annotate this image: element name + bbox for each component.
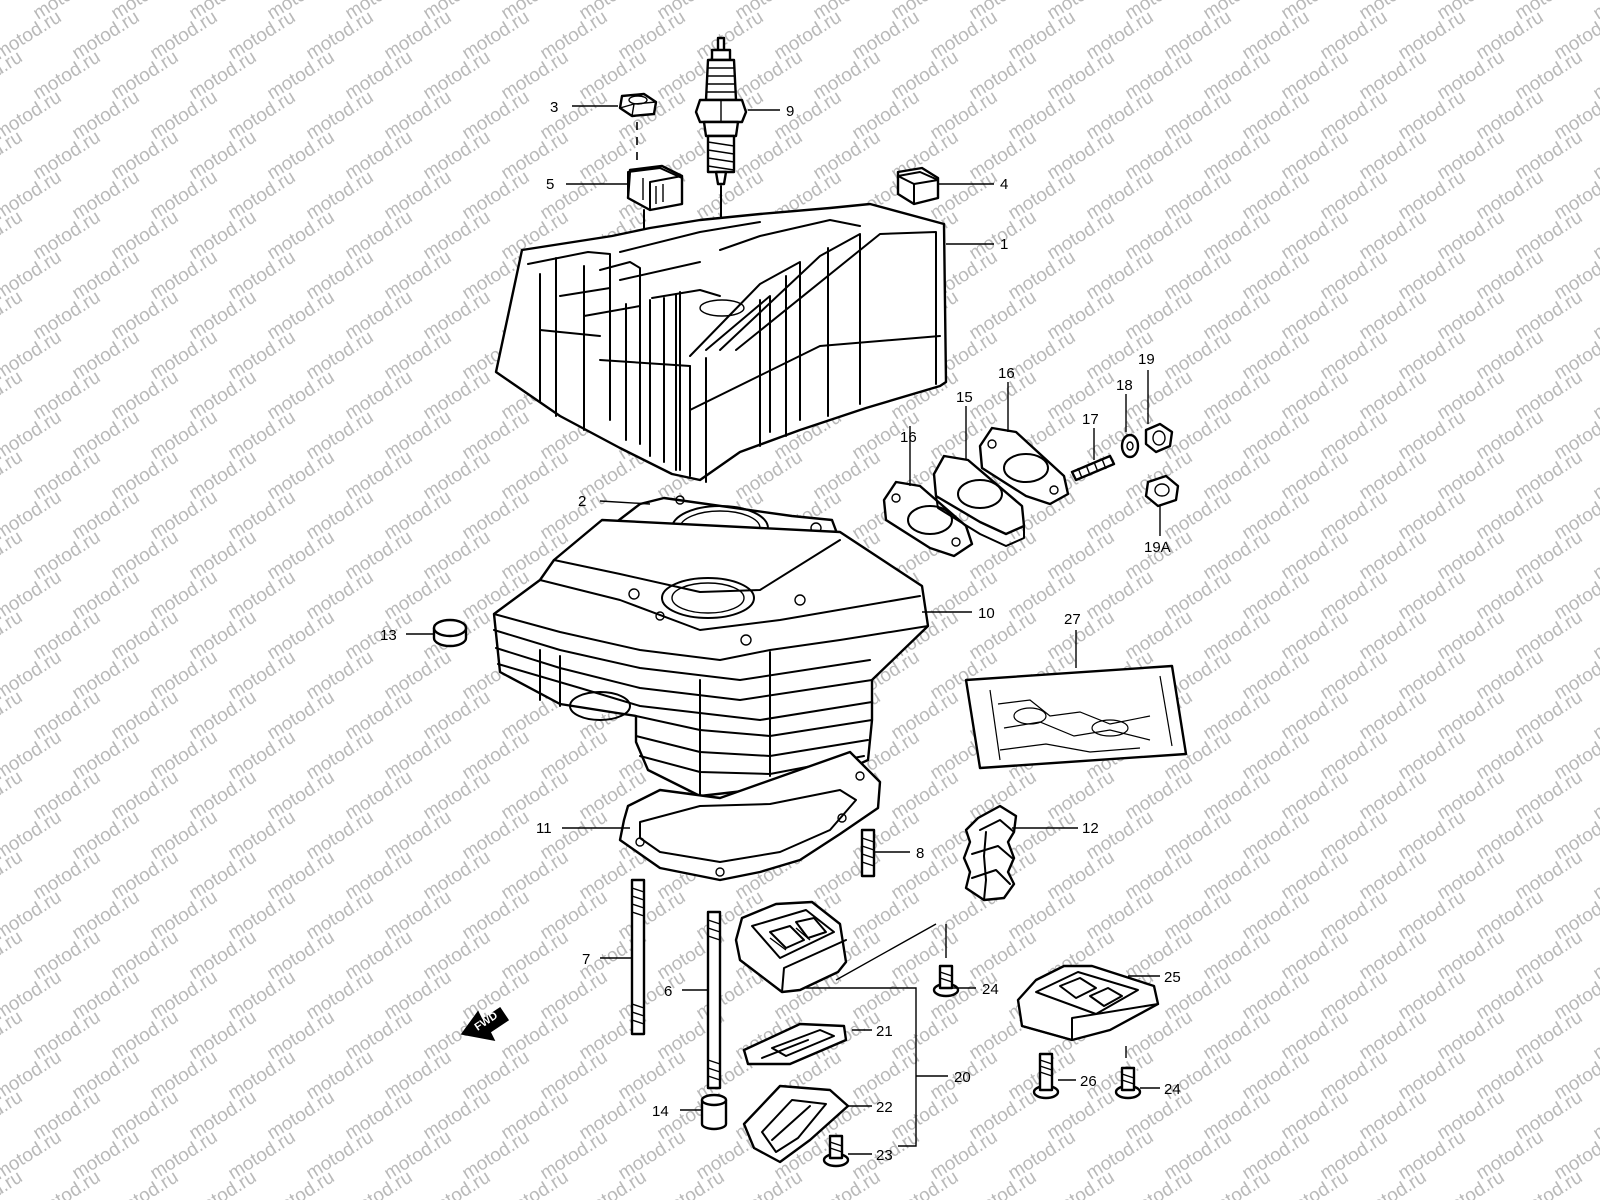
damper-part: [962, 804, 1018, 902]
callout-10: 10: [978, 605, 995, 622]
callout-21: 21: [876, 1023, 893, 1040]
stud-part: [706, 910, 722, 1090]
callout-19a: 19A: [1144, 539, 1171, 556]
plug-part: [432, 618, 468, 648]
spark-plug-part: [694, 36, 748, 186]
callout-12: 12: [1082, 820, 1099, 837]
dowel-pin-part: [860, 828, 876, 878]
callout-labels: 1 2 3 4 5 6 7 8 9 10 11 12 13 14 15 16 1…: [380, 99, 1181, 1164]
reed-valve-right-part: [1016, 964, 1160, 1042]
callout-9: 9: [786, 103, 794, 120]
callout-1: 1: [1000, 236, 1008, 253]
long-stud-part: [630, 878, 646, 1036]
callout-4: 4: [1000, 176, 1008, 193]
callout-6: 6: [664, 983, 672, 1000]
leader-lines: [406, 105, 1161, 1155]
callout-3: 3: [550, 99, 558, 116]
callout-20: 20: [954, 1069, 971, 1086]
reed-stopper-part: [742, 1022, 848, 1066]
callout-8: 8: [916, 845, 924, 862]
callout-23: 23: [876, 1147, 893, 1164]
callout-26: 26: [1080, 1073, 1097, 1090]
nut-part: [1144, 422, 1174, 454]
callout-22: 22: [876, 1099, 893, 1116]
callout-14: 14: [652, 1103, 669, 1120]
head-nut-part: [618, 92, 658, 118]
callout-24a: 24: [982, 981, 999, 998]
reed-valve-part: [734, 900, 848, 994]
callout-17: 17: [1082, 411, 1099, 428]
callout-24b: 24: [1164, 1081, 1181, 1098]
cylinder-part: [492, 518, 930, 798]
screw-part: [822, 1134, 850, 1168]
bolt-right-part: [1114, 1066, 1142, 1100]
stud-bolt-part: [1070, 454, 1116, 482]
cylinder-head-part: [494, 202, 948, 483]
dowel-part: [700, 1093, 728, 1131]
reed-plate-part: [742, 1084, 850, 1164]
flange-nut-part: [1144, 474, 1180, 508]
cap-small-part: [896, 166, 940, 206]
callout-16b: 16: [998, 365, 1015, 382]
callout-15: 15: [956, 389, 973, 406]
bolt-left-part: [932, 964, 960, 998]
base-gasket-part: [618, 750, 882, 882]
callout-11: 11: [536, 820, 552, 837]
forward-arrow-icon: FWD: [460, 1006, 510, 1042]
callout-13: 13: [380, 627, 397, 644]
pad-part: [964, 664, 1188, 770]
callout-5: 5: [546, 176, 554, 193]
callout-27: 27: [1064, 611, 1081, 628]
callout-16a: 16: [900, 429, 917, 446]
intake-gasket-rear-part: [978, 426, 1070, 506]
cap-rubber-part: [626, 164, 684, 212]
callout-19: 19: [1138, 351, 1155, 368]
bolt-mid-part: [1032, 1052, 1060, 1100]
insulator-part: [932, 454, 1026, 547]
callout-2: 2: [578, 493, 586, 510]
callout-18: 18: [1116, 377, 1133, 394]
washer-part: [1120, 433, 1140, 459]
callout-25: 25: [1164, 969, 1181, 986]
intake-gasket-front-part: [882, 480, 974, 558]
callout-7: 7: [582, 951, 590, 968]
